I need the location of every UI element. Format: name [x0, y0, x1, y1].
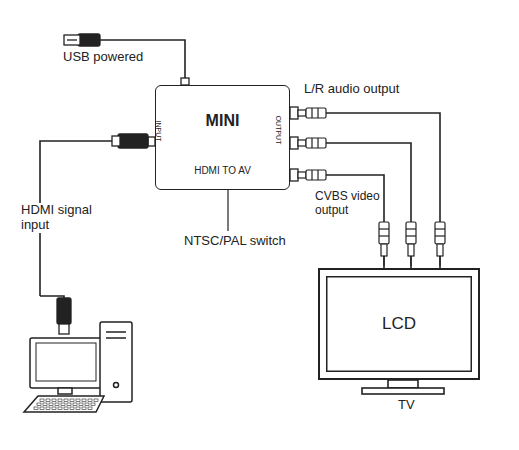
node-text: LCD: [382, 314, 416, 334]
node-text: HDMI TO AV: [194, 165, 251, 176]
key: [88, 399, 92, 402]
key: [85, 403, 89, 406]
rca-jacks: [290, 107, 298, 181]
tv-stand: [362, 380, 444, 394]
callout-label: HDMI signal input: [20, 203, 122, 233]
key: [79, 403, 83, 406]
key: [55, 403, 59, 406]
key: [40, 407, 44, 410]
hdmi-cable: [40, 134, 155, 334]
key: [43, 403, 47, 406]
key: [46, 407, 50, 410]
key: [49, 403, 53, 406]
callout-label: TV: [397, 398, 416, 413]
leader-line: [227, 190, 228, 231]
key: [37, 403, 41, 406]
node-text: MINI: [206, 112, 240, 130]
key: [46, 399, 50, 402]
key: [94, 399, 98, 402]
key: [91, 403, 95, 406]
av-cable: [290, 175, 384, 268]
key: [82, 399, 86, 402]
port-label: OUTPUT: [274, 115, 282, 146]
rca-plugs: [298, 108, 445, 266]
key: [64, 407, 68, 410]
av-cable: [290, 113, 440, 268]
key: [40, 399, 44, 402]
key: [34, 407, 38, 410]
callout-label: NTSC/PAL switch: [183, 234, 287, 249]
callout-label: L/R audio output: [303, 82, 400, 97]
key: [76, 407, 80, 410]
computer: [24, 322, 132, 412]
key: [52, 399, 56, 402]
callout-label: CVBS video output: [314, 190, 382, 218]
key: [70, 399, 74, 402]
key: [58, 399, 62, 402]
key: [70, 407, 74, 410]
key: [76, 399, 80, 402]
key: [67, 403, 71, 406]
key: [64, 399, 68, 402]
key: [52, 407, 56, 410]
key: [73, 403, 77, 406]
key: [58, 407, 62, 410]
av-cable: [290, 143, 411, 268]
key: [61, 403, 65, 406]
port-label: INPUT: [153, 120, 161, 143]
callout-label: USB powered: [62, 50, 144, 65]
key: [88, 407, 92, 410]
tv-screen: LCD: [318, 268, 480, 380]
converter-box: MINI HDMI TO AV: [155, 85, 290, 190]
key: [82, 407, 86, 410]
